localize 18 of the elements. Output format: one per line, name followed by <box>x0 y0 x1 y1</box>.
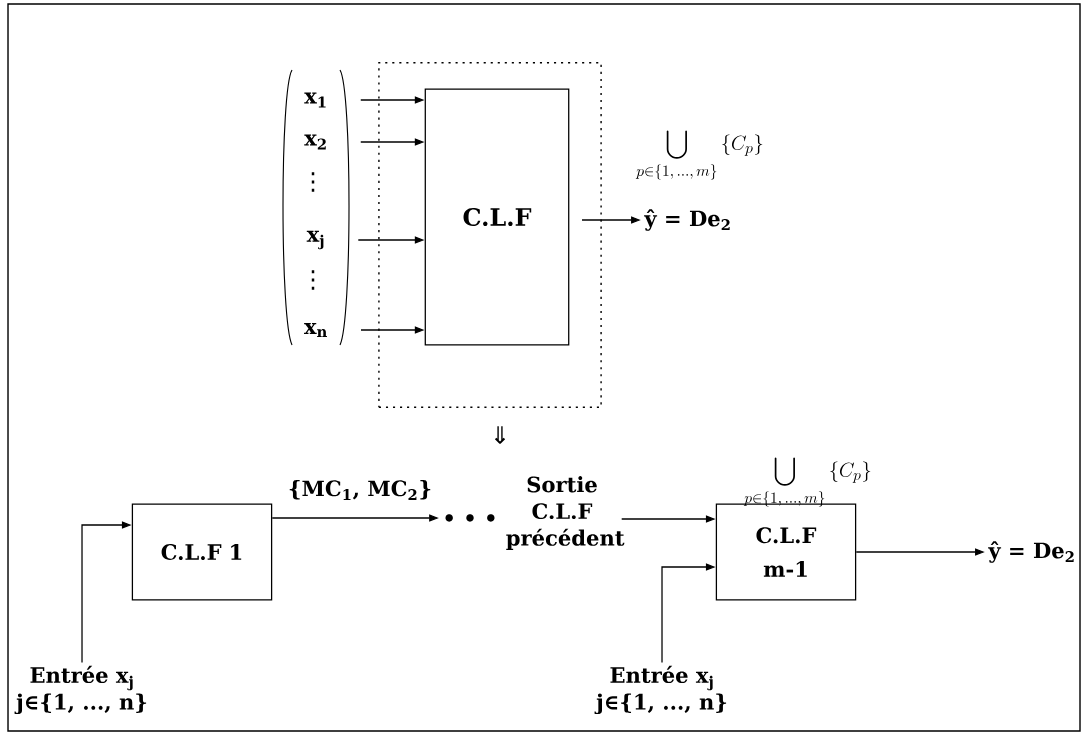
node-text: Entrée x$_{j}$ j∈{1, ..., n} <box>14 665 147 715</box>
edge-label: {MC$_{1}$, MC$_{2}$} <box>286 478 434 502</box>
vertical-dots: ⋮ <box>311 270 315 290</box>
direction-arrow: ⇓ <box>494 426 506 444</box>
node-text: x$_{1}$ <box>304 92 326 108</box>
node-text: x$_{2}$ <box>304 134 326 150</box>
node-text: Entrée x$_{j}$ j∈{1, ..., n} <box>594 665 727 715</box>
ellipsis: • • • <box>445 514 495 522</box>
union-formula: $\bigcup_{p\in\{1,\, \ldots,\, m\}} \left\{ C_{p} \right\}$ <box>635 130 763 180</box>
node-text: ŷ = De$_{2}$ <box>644 209 730 231</box>
node-text: ŷ = De$_{2}$ <box>988 541 1074 563</box>
process-box: C.L.F 1 <box>131 503 273 601</box>
node-text: x$_{n}$ <box>304 323 327 337</box>
dotted-frame <box>378 62 602 408</box>
vertical-dots: ⋮ <box>311 172 315 192</box>
node-text: Sortie C.L.F précédent <box>506 476 625 550</box>
process-box: C.L.F <box>424 88 570 346</box>
node-text: x$_{j}$ <box>306 230 324 250</box>
